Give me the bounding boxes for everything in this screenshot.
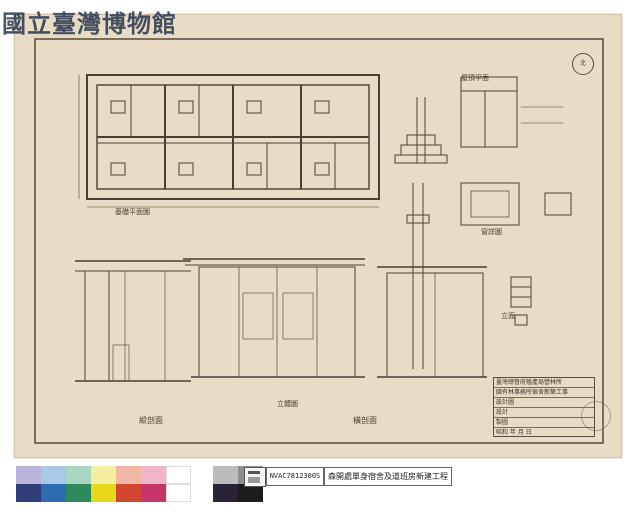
small-detail: [510, 276, 532, 326]
color-swatch: [116, 466, 141, 502]
label-roof-plan: 屋頂平面: [461, 74, 489, 82]
longitudinal-section: [75, 260, 191, 382]
title-line-2: 國有林事務所宿舍新築工事: [494, 388, 594, 398]
swatch-gap: [191, 466, 213, 502]
title-line-3: 設計圖: [494, 398, 594, 408]
watermark-logo: 國立臺灣博物館: [2, 9, 177, 38]
section-label-cross: 橫剖面: [353, 416, 377, 425]
catalog-id: NVAC7812300S: [266, 467, 324, 486]
cross-section: [377, 266, 487, 378]
blueprint-sheet: 基礎平面圖 屋頂平面 窗詳圖 立面 縱剖面 橫剖面 立體圖 北 臺灣總督府殖產局…: [14, 14, 622, 458]
sub-label: 立體圖: [277, 400, 298, 408]
section-label-longitudinal: 縱剖面: [139, 416, 163, 425]
label-window-detail: 窗詳圖: [481, 228, 502, 236]
title-line-1: 臺灣總督府殖產局營林所: [494, 378, 594, 388]
title-line-6: 昭和 年 月 日: [496, 429, 532, 436]
foundation-detail: [394, 97, 448, 164]
window-detail: [460, 182, 572, 226]
color-swatch: [141, 466, 166, 502]
color-swatch: [213, 466, 238, 502]
column-detail: [406, 183, 430, 369]
title-block: 臺灣總督府殖產局營林所 國有林事務所宿舍新築工事 設計圖 設計 製圖 昭和 年 …: [493, 377, 595, 437]
label-foundation-plan: 基礎平面圖: [115, 208, 150, 216]
title-line-5: 製圖: [494, 418, 594, 428]
color-swatch: [91, 466, 116, 502]
color-swatch: [41, 466, 66, 502]
eave-detail: [460, 76, 563, 148]
color-swatch: [166, 466, 191, 502]
north-arrow: 北: [572, 53, 594, 75]
document-title: 森開處單身宿舍及道班房新建工程: [324, 467, 452, 486]
label-elevation-detail: 立面: [501, 312, 515, 320]
foundation-plan: [78, 74, 380, 208]
title-line-4: 設計: [494, 408, 594, 418]
color-swatch: [16, 466, 41, 502]
color-swatch: [66, 466, 91, 502]
blueprint-drawing: [34, 38, 604, 444]
elevation: [183, 258, 365, 378]
museum-logo-icon: [244, 467, 266, 487]
red-seal-stamp: [581, 401, 611, 431]
color-calibration-strip: [16, 466, 263, 502]
